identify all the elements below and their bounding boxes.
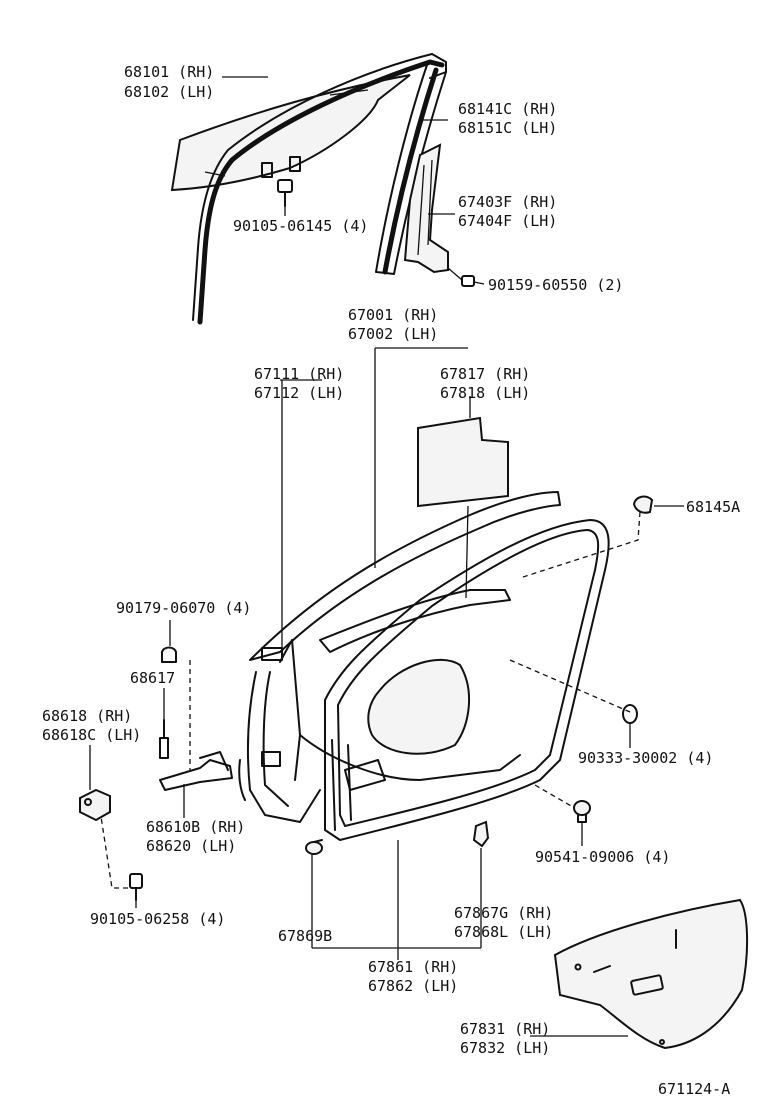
hole-plug-icon xyxy=(622,704,638,724)
label-hinge: 68618 (RH) 68618C (LH) xyxy=(42,707,141,744)
svg-text:68102 (LH): 68102 (LH) xyxy=(124,83,214,101)
svg-text:68620 (LH): 68620 (LH) xyxy=(146,837,236,855)
svg-text:67867G (RH): 67867G (RH) xyxy=(454,904,553,922)
run-channel-drawing xyxy=(192,53,448,325)
svg-text:68618 (RH): 68618 (RH) xyxy=(42,707,132,725)
clip-icon xyxy=(305,839,323,855)
rear-channel-drawing xyxy=(403,143,449,274)
label-plug-clip: 90541-09006 (4) xyxy=(535,848,670,866)
label-check-assy: 68610B (RH) 68620 (LH) xyxy=(146,818,245,855)
figure-code: 671124-A xyxy=(658,1080,730,1098)
label-channel-screw: 90159-60550 (2) xyxy=(488,276,623,294)
svg-text:67817 (RH): 67817 (RH) xyxy=(440,365,530,383)
svg-text:68151C (LH): 68151C (LH) xyxy=(458,119,557,137)
label-check-pin: 68617 xyxy=(130,669,175,687)
plug-clip-icon xyxy=(573,800,591,823)
label-stop-cushion: 68145A xyxy=(686,498,740,516)
svg-text:68141C (RH): 68141C (RH) xyxy=(458,100,557,118)
label-weatherstrip: 67861 (RH) 67862 (LH) xyxy=(368,958,458,995)
check-pin-icon xyxy=(159,719,169,759)
label-hinge-seal: 67111 (RH) 67112 (LH) xyxy=(254,365,344,402)
label-service-cover: 67817 (RH) 67818 (LH) xyxy=(440,365,530,402)
bolt-icon xyxy=(129,873,143,901)
svg-text:67111 (RH): 67111 (RH) xyxy=(254,365,344,383)
label-glass-bolt: 90105-06145 (4) xyxy=(233,217,368,235)
svg-text:67862 (LH): 67862 (LH) xyxy=(368,977,458,995)
svg-text:68101 (RH): 68101 (RH) xyxy=(124,63,214,81)
label-window-glass: 68101 (RH) 68102 (LH) xyxy=(124,63,214,101)
door-panel-drawing xyxy=(238,491,561,823)
label-run-channel: 68141C (RH) 68151C (LH) xyxy=(458,100,557,137)
stop-cushion-icon xyxy=(632,495,654,514)
svg-text:67001 (RH): 67001 (RH) xyxy=(348,306,438,324)
svg-text:67112 (LH): 67112 (LH) xyxy=(254,384,344,402)
svg-text:67831 (RH): 67831 (RH) xyxy=(460,1020,550,1038)
svg-text:68618C (LH): 68618C (LH) xyxy=(42,726,141,744)
bolt-icon xyxy=(161,646,177,663)
bolt-icon xyxy=(277,179,293,207)
hinge-icon xyxy=(79,788,111,822)
screw-icon xyxy=(461,275,485,287)
weatherstrip-clip-icon xyxy=(472,820,490,848)
svg-text:67404F (LH): 67404F (LH) xyxy=(458,212,557,230)
service-cover-drawing xyxy=(417,416,509,508)
label-clip: 67869B xyxy=(278,927,332,945)
label-door-panel: 67001 (RH) 67002 (LH) xyxy=(348,306,438,343)
trim-board-drawing xyxy=(553,898,749,1050)
svg-text:68610B (RH): 68610B (RH) xyxy=(146,818,245,836)
svg-text:67002 (LH): 67002 (LH) xyxy=(348,325,438,343)
svg-text:67868L (LH): 67868L (LH) xyxy=(454,923,553,941)
svg-text:67832 (LH): 67832 (LH) xyxy=(460,1039,550,1057)
label-rear-channel: 67403F (RH) 67404F (LH) xyxy=(458,193,557,230)
weatherstrip-drawing xyxy=(324,519,610,841)
label-hinge-bolt: 90105-06258 (4) xyxy=(90,910,225,928)
label-weatherstrip-clip: 67867G (RH) 67868L (LH) xyxy=(454,904,553,941)
label-hole-plug: 90333-30002 (4) xyxy=(578,749,713,767)
svg-text:67861 (RH): 67861 (RH) xyxy=(368,958,458,976)
door-check-drawing xyxy=(159,751,233,791)
label-check-bolt: 90179-06070 (4) xyxy=(116,599,251,617)
svg-text:67403F (RH): 67403F (RH) xyxy=(458,193,557,211)
label-trim-board: 67831 (RH) 67832 (LH) xyxy=(460,1020,550,1057)
svg-text:67818 (LH): 67818 (LH) xyxy=(440,384,530,402)
